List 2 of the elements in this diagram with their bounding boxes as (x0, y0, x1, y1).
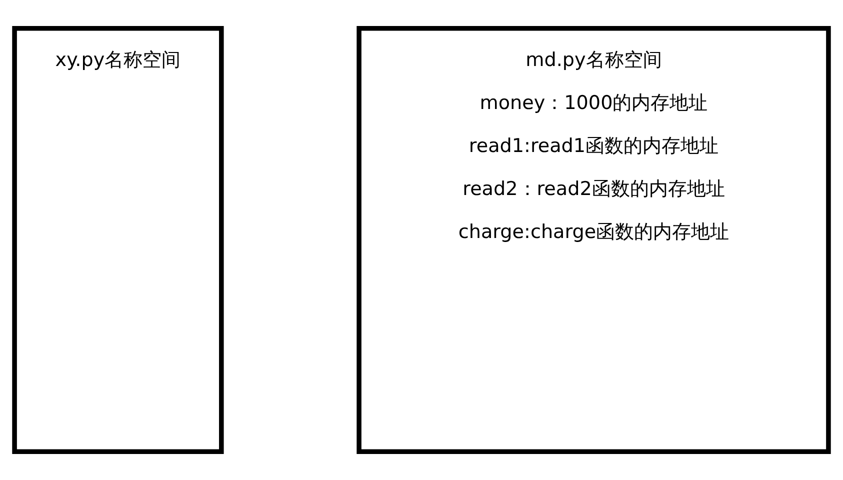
node-box: xy.py名称空间 (12, 26, 224, 454)
node-box: md.py名称空间 money：1000的内存地址 read1:read1函数的内存地址 read2：read2函数的内存地址 charge:charge函数的内存地址 (356, 26, 831, 454)
